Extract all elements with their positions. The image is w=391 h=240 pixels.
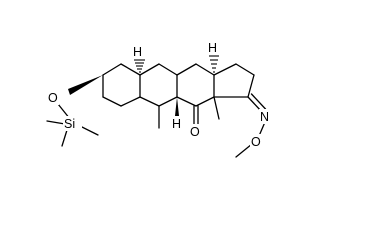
atom-oxygen-ketone: O xyxy=(190,125,200,139)
bond-c6-c7 xyxy=(158,63,178,76)
bond-methyl-c13 xyxy=(213,96,220,120)
bond-c12-c13 xyxy=(195,63,215,76)
stereo-bonds xyxy=(68,55,219,116)
bond-c15-c9 xyxy=(176,96,197,107)
wedge-c3-oxygen xyxy=(68,75,103,95)
bond-c10-c1 xyxy=(120,96,141,107)
bond-si-me-down xyxy=(61,129,68,147)
atom-oxygen-methoxy: O xyxy=(251,135,261,149)
wedge-c9-hydrogen xyxy=(175,97,179,116)
bond-si-me-right xyxy=(81,126,99,136)
bond-c7-c12 xyxy=(176,63,197,76)
bond-c1-c2 xyxy=(102,96,122,107)
bond-si-me-left xyxy=(46,120,66,125)
hash-c5-hydrogen xyxy=(134,59,145,73)
skeleton-bonds xyxy=(46,63,267,158)
chemical-structure-diagram: O Si O N O H H H xyxy=(46,41,271,158)
bond-c4-c5 xyxy=(120,63,141,76)
hash-c14-hydrogen xyxy=(209,55,219,73)
bond-c8-c9 xyxy=(158,96,178,107)
bond-n-o xyxy=(258,121,266,137)
atom-nitrogen-oxime: N xyxy=(260,110,269,124)
atom-h-c5: H xyxy=(133,45,142,59)
bond-d1-d2 xyxy=(213,63,237,76)
atom-labels: O Si O N O H H H xyxy=(47,41,271,149)
bond-o-methyl xyxy=(235,143,253,158)
atom-oxygen-silyl: O xyxy=(48,91,58,105)
bond-oxime-cn-b xyxy=(250,93,267,110)
bond-d2-d3 xyxy=(235,63,255,76)
bond-c9-c10 xyxy=(139,96,160,107)
bond-d3-d4 xyxy=(247,74,255,98)
bond-c14-c15 xyxy=(195,96,215,107)
bond-c3-c4 xyxy=(102,63,122,76)
atom-h-c14: H xyxy=(208,41,217,55)
bond-c5-c6 xyxy=(139,63,160,76)
atom-silicon: Si xyxy=(64,117,75,131)
atom-h-c9: H xyxy=(172,117,181,131)
